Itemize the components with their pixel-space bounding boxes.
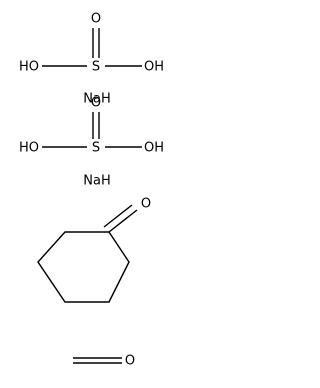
sodium-hydride-label-2: NaH	[83, 174, 110, 189]
sulfurous-acid-1: O S HO OH	[19, 12, 164, 75]
formaldehyde-oxygen-label: O	[125, 354, 135, 369]
oxygen-top-label: O	[91, 12, 101, 27]
sulfur-label: S	[92, 60, 100, 75]
hydroxyl-right-label: OH	[144, 60, 164, 75]
sulfurous-acid-2: O S HO OH	[19, 96, 164, 156]
hydroxyl-left-label: HO	[19, 60, 39, 75]
hydroxyl-left-label: HO	[19, 141, 39, 156]
carbonyl-double-bond-a	[108, 209, 138, 233]
molecule-drawing: O S HO OH NaH O S HO OH NaH O	[19, 12, 164, 369]
structure-diagram: O S HO OH NaH O S HO OH NaH O	[18, 11, 165, 369]
cyclohexanone: O	[37, 197, 151, 303]
formaldehyde: O	[73, 354, 135, 369]
cyclohexane-ring	[37, 231, 130, 303]
sulfur-label: S	[92, 141, 100, 156]
hydroxyl-right-label: OH	[144, 141, 164, 156]
carbonyl-oxygen-label: O	[141, 197, 151, 212]
carbonyl-double-bond-b	[103, 204, 133, 228]
oxygen-top-label: O	[91, 96, 101, 111]
sodium-hydride-label-1: NaH	[83, 92, 110, 107]
